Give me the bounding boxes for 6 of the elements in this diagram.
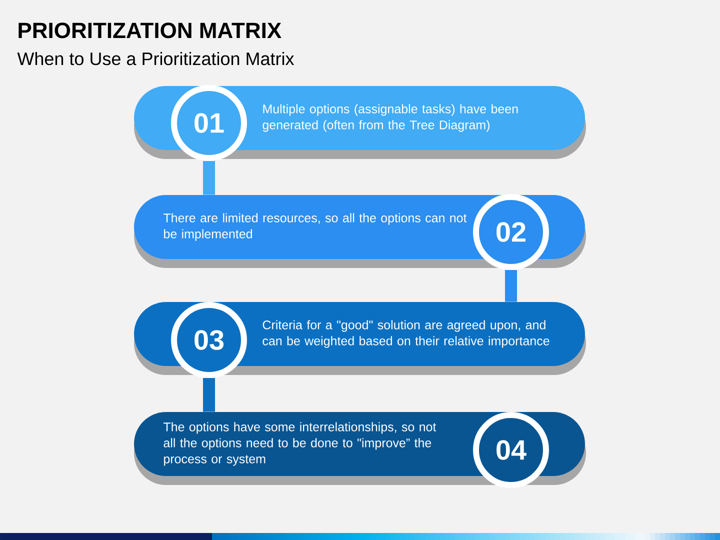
subtitle: When to Use a Prioritization Matrix [17,52,294,66]
connector-bar [505,270,517,302]
connector-bar [203,161,215,195]
title: PRIORITIZATION MATRIX [18,22,282,38]
connector-bar [203,378,215,412]
node-label: 04 [496,440,526,460]
